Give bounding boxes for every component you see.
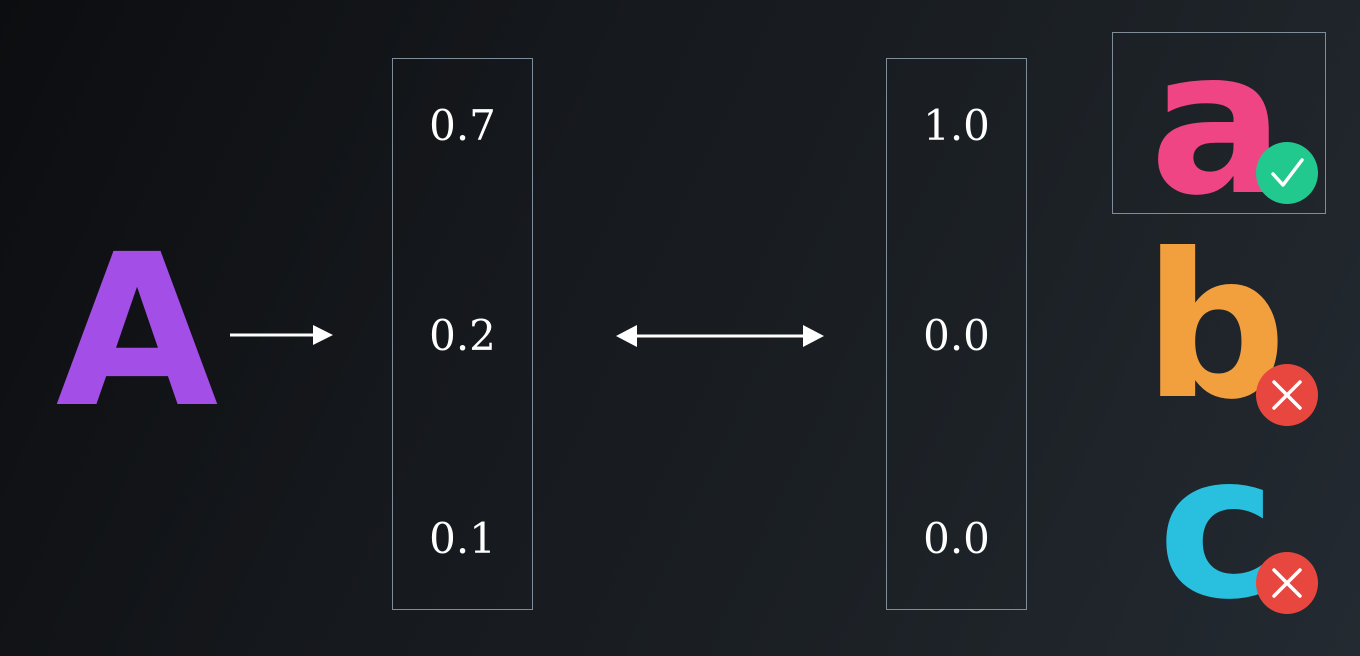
prediction-value: 0.2 <box>429 311 496 360</box>
candidate-letter-c: c <box>1157 411 1277 644</box>
target-vector: 1.0 0.0 0.0 <box>886 58 1027 610</box>
prediction-value: 0.1 <box>429 514 496 563</box>
prediction-vector: 0.7 0.2 0.1 <box>392 58 533 610</box>
x-icon <box>1256 364 1318 426</box>
target-value: 0.0 <box>923 514 990 563</box>
target-value: 0.0 <box>923 311 990 360</box>
compare-double-arrow <box>616 325 824 347</box>
input-letter: A <box>55 209 219 454</box>
x-icon <box>1256 552 1318 614</box>
check-icon <box>1256 142 1318 204</box>
selected-candidate-frame <box>1112 32 1326 214</box>
prediction-value: 0.7 <box>429 101 496 150</box>
input-to-prediction-arrow <box>230 325 333 345</box>
target-value: 1.0 <box>923 101 990 150</box>
